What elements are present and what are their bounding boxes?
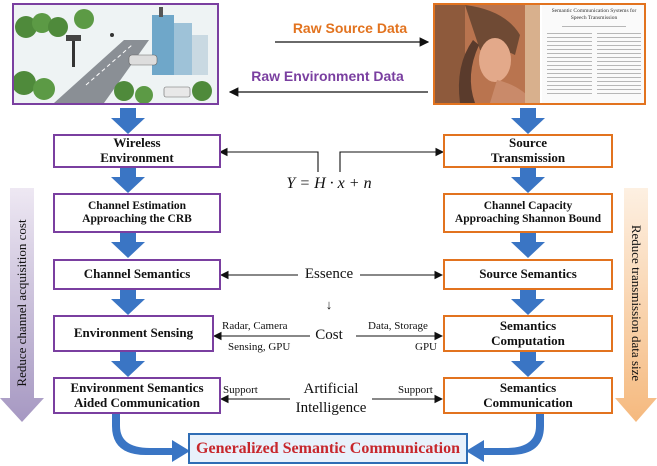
wireless-env-line1: Wireless bbox=[113, 135, 161, 151]
support-right-label: Support bbox=[398, 384, 433, 396]
paper-thumbnail: Semantic Communication Systems for Speec… bbox=[542, 5, 644, 103]
eq-to-source bbox=[339, 147, 445, 172]
raw-source-label: Raw Source Data bbox=[292, 20, 408, 36]
eq-to-wireless bbox=[218, 147, 319, 172]
paper-title-line1: Semantic Communication Systems for bbox=[551, 8, 637, 14]
final-label: Generalized Semantic Communication bbox=[196, 439, 460, 457]
environment-sensing-box: Environment Sensing bbox=[53, 315, 214, 352]
channel-cap-line2: Approaching Shannon Bound bbox=[454, 213, 602, 225]
left-side-arrow bbox=[0, 188, 44, 422]
sem-comp-line1: Semantics bbox=[499, 317, 557, 333]
portrait-image bbox=[435, 5, 540, 103]
source-semantics-box: Source Semantics bbox=[443, 259, 613, 290]
wireless-env-line2: Environment bbox=[100, 150, 174, 165]
channel-sem-label: Channel Semantics bbox=[83, 266, 191, 282]
channel-est-line2: Approaching the CRB bbox=[82, 213, 192, 225]
sensing-gpu-label: Sensing, GPU bbox=[228, 341, 291, 353]
env-semantics-aided-box: Environment Semantics Aided Communicatio… bbox=[53, 377, 221, 414]
env-sem-line1: Environment Semantics bbox=[70, 379, 204, 395]
source-transmission-box: Source Transmission bbox=[443, 134, 613, 168]
channel-cap-line1: Channel Capacity bbox=[483, 199, 573, 212]
raw-env-label: Raw Environment Data bbox=[251, 68, 404, 84]
semantics-communication-box: Semantics Communication bbox=[443, 377, 613, 414]
environment-illustration bbox=[12, 3, 219, 105]
paper-title: Semantic Communication Systems for Speec… bbox=[546, 8, 642, 21]
source-sem-label: Source Semantics bbox=[479, 266, 577, 282]
support-left-label: Support bbox=[223, 384, 258, 396]
channel-capacity-box: Channel Capacity Approaching Shannon Bou… bbox=[443, 193, 613, 233]
sem-comp-line2: Computation bbox=[491, 332, 565, 348]
data-storage-label: Data, Storage bbox=[368, 320, 428, 332]
gpu-label: GPU bbox=[415, 341, 438, 353]
left-side-label: Reduce channel acquisition cost bbox=[14, 219, 29, 387]
right-flow-arrows bbox=[511, 108, 545, 377]
generalized-semantic-communication-box: Generalized Semantic Communication bbox=[188, 433, 468, 464]
channel-est-line1: Channel Estimation bbox=[87, 199, 187, 212]
sem-comm-line1: Semantics bbox=[499, 379, 557, 395]
left-merge-arrow bbox=[112, 414, 190, 462]
source-data-image: Semantic Communication Systems for Speec… bbox=[433, 3, 646, 105]
sem-comm-line2: Communication bbox=[483, 394, 573, 410]
right-merge-arrow bbox=[466, 414, 544, 462]
channel-equation: Y = H · x + n bbox=[286, 175, 372, 192]
ai-label-line1: Artificial bbox=[303, 381, 359, 397]
left-flow-arrows bbox=[111, 108, 145, 377]
paper-title-line2: Speech Transmission bbox=[570, 14, 618, 21]
cost-down-arrow: ↓ bbox=[325, 297, 333, 312]
semantics-computation-box: Semantics Computation bbox=[443, 315, 613, 352]
cost-label: Cost bbox=[315, 327, 343, 343]
source-tx-line2: Transmission bbox=[490, 150, 566, 165]
env-sensing-label: Environment Sensing bbox=[73, 325, 194, 341]
radar-camera-label: Radar, Camera bbox=[222, 320, 288, 332]
right-side-arrow bbox=[615, 188, 657, 422]
channel-semantics-box: Channel Semantics bbox=[53, 259, 221, 290]
ai-label-line2: Intelligence bbox=[295, 400, 367, 416]
env-sem-line2: Aided Communication bbox=[73, 394, 201, 410]
right-side-label: Reduce transmission data size bbox=[629, 224, 644, 382]
wireless-environment-box: Wireless Environment bbox=[53, 134, 221, 168]
source-tx-line1: Source bbox=[508, 135, 548, 151]
essence-label: Essence bbox=[304, 266, 354, 282]
channel-estimation-box: Channel Estimation Approaching the CRB bbox=[53, 193, 221, 233]
